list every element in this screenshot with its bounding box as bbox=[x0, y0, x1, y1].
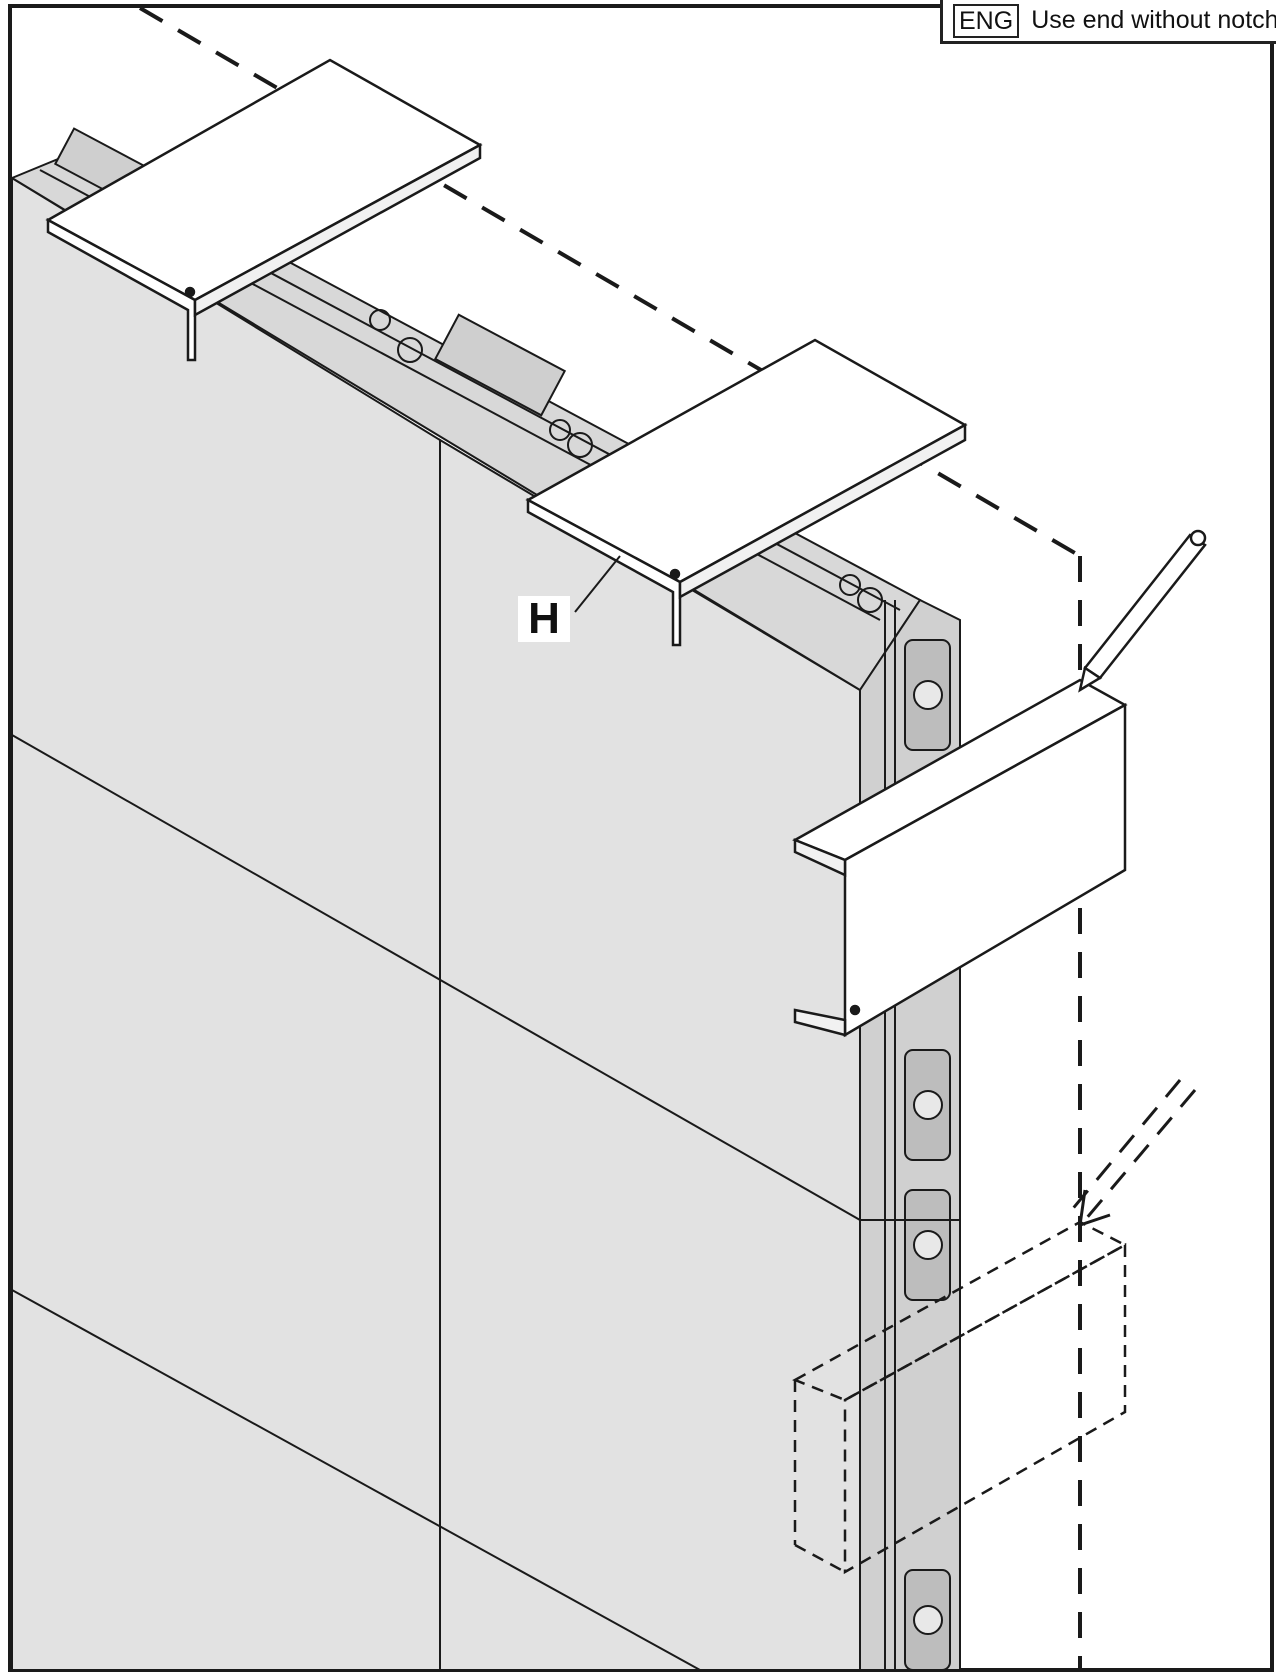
part-label-h: H bbox=[518, 596, 570, 642]
top-cover-2 bbox=[525, 338, 968, 647]
motion-arrow bbox=[1068, 1079, 1197, 1228]
language-note: ENG Use end without notch bbox=[940, 0, 1276, 44]
pencil-icon bbox=[1078, 529, 1207, 693]
corner-cover bbox=[792, 678, 1128, 1038]
panel-seams bbox=[11, 440, 960, 1671]
side-connectors bbox=[884, 600, 951, 1671]
cabinet-left-panel bbox=[11, 176, 441, 1671]
callout-leader-h bbox=[574, 555, 621, 613]
language-code-badge: ENG bbox=[953, 3, 1020, 38]
language-note-text: Use end without notch bbox=[1031, 6, 1276, 34]
ghost-cover bbox=[792, 1220, 1128, 1575]
top-cover-1 bbox=[45, 58, 483, 362]
